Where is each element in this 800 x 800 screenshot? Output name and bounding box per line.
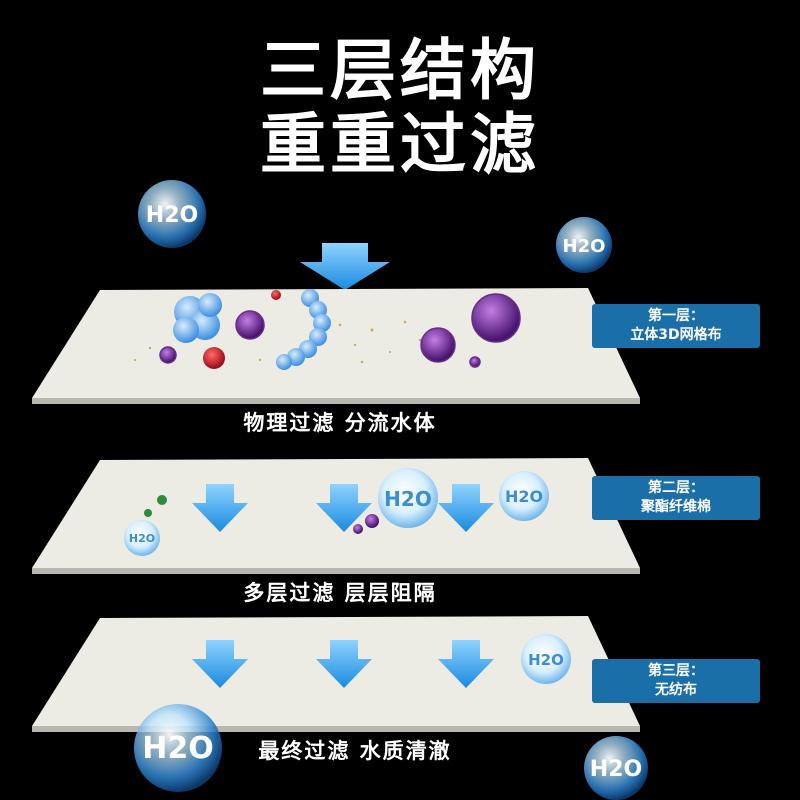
h2o-bubble-icon: H2O: [584, 736, 648, 800]
layer-2-label-line-2: 聚酯纤维棉: [641, 499, 711, 515]
virus-icon: [365, 514, 379, 528]
layer-2-label-line-1: 第二层：: [648, 480, 704, 496]
top-arrow: [300, 243, 390, 290]
page-title-line-2: 重重过滤: [260, 106, 540, 183]
h2o-bubble-icon: H2O: [499, 471, 549, 521]
layer-1-label: 第一层： 立体3D网格布: [592, 304, 760, 348]
virus-icon: [159, 293, 521, 368]
svg-text:H2O: H2O: [590, 757, 642, 782]
svg-text:H2O: H2O: [146, 203, 198, 228]
h2o-bubble-icon: H2O: [138, 180, 206, 248]
layer-1-caption: 物理过滤 分流水体: [243, 411, 437, 435]
layer-3-label: 第三层： 无纺布: [592, 659, 760, 703]
svg-text:H2O: H2O: [142, 731, 213, 766]
bacteria-icon: [144, 509, 152, 517]
layer-1-label-line-1: 第一层：: [648, 308, 704, 324]
down-arrow-icon: [438, 484, 494, 532]
bacteria-icon: [157, 495, 167, 505]
h2o-bubble-icon: H2O: [378, 468, 438, 528]
h2o-bubble-icon: H2O: [124, 520, 160, 556]
layer-3-caption: 最终过滤 水质清澈: [258, 739, 452, 763]
svg-text:H2O: H2O: [505, 487, 543, 506]
red-cell-icon: [203, 347, 225, 369]
svg-text:H2O: H2O: [384, 487, 432, 511]
layer-2-sheet: [32, 458, 640, 574]
down-arrow-icon: [192, 484, 248, 532]
h2o-bubble-icon: H2O: [556, 217, 612, 273]
layer-2-label: 第二层： 聚酯纤维棉: [592, 476, 760, 520]
red-cell-icon: [271, 290, 281, 300]
layer-3-label-line-2: 无纺布: [655, 682, 697, 698]
virus-icon: [353, 524, 363, 534]
layer-2-caption: 多层过滤 层层阻隔: [243, 581, 437, 605]
svg-text:H2O: H2O: [563, 236, 606, 257]
down-arrow-icon: [438, 640, 494, 688]
layer-1-label-line-2: 立体3D网格布: [630, 327, 722, 343]
h2o-bubble-icon: H2O: [521, 634, 571, 684]
layer-3-label-line-1: 第三层：: [648, 663, 704, 679]
page-title-line-1: 三层结构: [260, 32, 540, 109]
h2o-bubble-icon: H2O: [134, 704, 222, 792]
down-arrow-icon: [316, 484, 372, 532]
svg-text:H2O: H2O: [129, 532, 155, 545]
bacteria-cluster-icon: [173, 293, 222, 343]
layer-1-sheet: [32, 288, 640, 404]
down-arrow-icon: [316, 640, 372, 688]
svg-text:H2O: H2O: [528, 651, 564, 669]
down-arrow-icon: [192, 640, 248, 688]
bacteria-chain-icon: [276, 289, 331, 370]
